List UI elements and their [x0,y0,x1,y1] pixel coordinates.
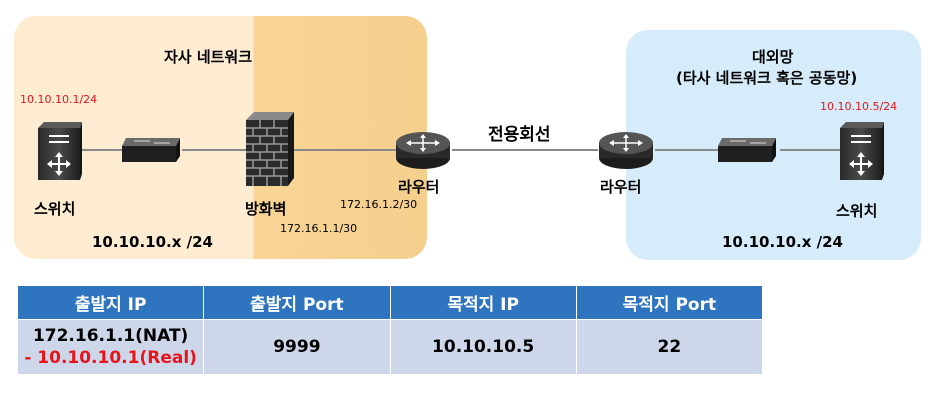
header-dst-port: 목적지 Port [575,285,764,320]
table-row: 172.16.1.1(NAT) - 10.10.10.1(Real) 9999 … [16,319,764,375]
left-switch-label: 스위치 [34,200,76,218]
cell-dst-port: 22 [575,319,764,375]
firewall-ip: 172.16.1.1/30 [280,222,358,235]
external-network-title: 대외망 [752,48,794,66]
left-hub-icon [122,138,180,162]
firewall-icon [246,112,294,186]
header-dst-ip: 목적지 IP [389,285,577,320]
right-switch-ip: 10.10.10.5/24 [820,100,898,113]
right-switch-icon [840,122,884,180]
company-network-title: 자사 네트워크 [164,48,253,66]
left-switch-icon [38,122,82,180]
cell-src-ip: 172.16.1.1(NAT) - 10.10.10.1(Real) [16,319,205,375]
right-subnet-label: 10.10.10.x /24 [722,233,843,251]
right-router-icon [599,132,653,169]
external-network-subtitle: (타사 네트워크 혹은 공동망) [676,69,858,87]
firewall-label: 방화벽 [245,200,287,218]
right-switch-label: 스위치 [836,202,878,220]
cell-dst-ip: 10.10.10.5 [389,319,577,375]
left-subnet-label: 10.10.10.x /24 [92,233,213,251]
flow-table: 출발지 IP 출발지 Port 목적지 IP 목적지 Port 172.16.1… [16,285,764,375]
left-router-ip: 172.16.1.2/30 [340,198,418,211]
src-ip-nat: 172.16.1.1(NAT) [32,326,189,346]
company-network-zone [14,16,427,259]
left-switch-ip: 10.10.10.1/24 [20,93,98,106]
dedicated-line-label: 전용회선 [488,125,551,145]
right-hub-icon [718,138,776,162]
src-ip-real: - 10.10.10.1(Real) [24,348,197,368]
cell-src-port: 9999 [203,319,391,375]
right-router-label: 라우터 [600,178,642,196]
left-router-label: 라우터 [398,178,440,196]
header-src-ip: 출발지 IP [16,285,205,320]
left-router-icon [396,132,450,169]
header-src-port: 출발지 Port [203,285,391,320]
flow-table-header-row: 출발지 IP 출발지 Port 목적지 IP 목적지 Port [16,285,764,320]
